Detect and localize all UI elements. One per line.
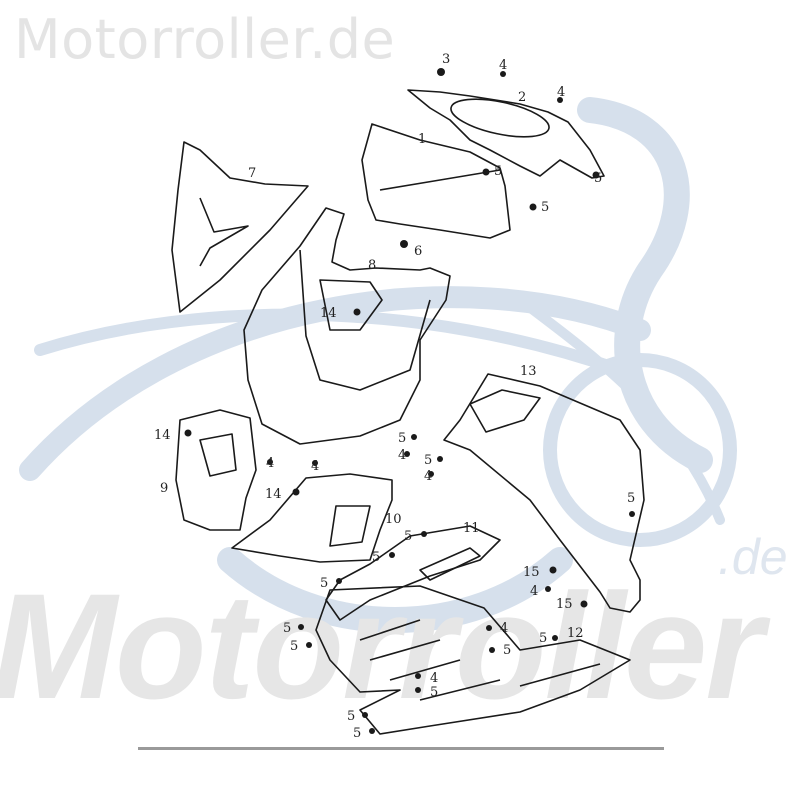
part-label: 4	[424, 469, 433, 484]
part-label: 7	[248, 166, 257, 181]
part-label: 5	[283, 621, 292, 636]
part-label: 6	[414, 244, 423, 259]
part-label: 15	[523, 565, 540, 580]
part-label: 10	[385, 512, 402, 527]
watermark-bottom-suffix: .de	[718, 529, 788, 585]
part-label: 15	[556, 597, 573, 612]
part-label: 1	[418, 132, 427, 147]
part-label: 5	[541, 200, 550, 215]
part-label: 5	[353, 726, 362, 741]
part-label: 11	[463, 521, 480, 536]
part-label: 4	[430, 671, 439, 686]
part-label: 4	[311, 459, 320, 474]
part-label: 9	[160, 481, 169, 496]
part-label: 4	[398, 448, 407, 463]
part-label: 4	[530, 584, 539, 599]
part-label: 5	[430, 685, 439, 700]
part-label: 5	[398, 431, 407, 446]
bottom-divider	[138, 747, 664, 750]
part-label: 5	[320, 576, 329, 591]
part-label: 4	[500, 621, 509, 636]
part-label: 5	[424, 453, 433, 468]
part-label: 8	[368, 258, 377, 273]
part-label: 3	[442, 52, 451, 67]
part-label: 5	[347, 709, 356, 724]
watermark-top: Motorroller.de	[14, 8, 396, 71]
part-label: 4	[499, 58, 508, 73]
part-label: 12	[567, 626, 584, 641]
watermark-bottom: Motorroller	[0, 562, 764, 730]
part-label: 5	[290, 639, 299, 654]
part-label: 14	[154, 428, 171, 443]
part-label: 13	[520, 364, 537, 379]
part-1-headlight-cover	[361, 123, 511, 239]
part-label: 5	[627, 491, 636, 506]
part-label: 5	[594, 171, 603, 186]
part-12-underbody-tray	[315, 585, 631, 735]
part-7-front-shield	[171, 141, 309, 313]
part-label: 5	[503, 643, 512, 658]
part-10-floor-panel	[231, 473, 393, 563]
part-label: 14	[265, 487, 282, 502]
part-label: 4	[266, 456, 275, 471]
part-8-front-fairing	[243, 207, 451, 445]
part-9-left-lower-panel	[175, 409, 257, 531]
part-label: 5	[404, 529, 413, 544]
part-label: 2	[518, 90, 527, 105]
part-label: 14	[320, 306, 337, 321]
part-2-handlebar-cover	[407, 89, 605, 179]
part-label: 5	[372, 550, 381, 565]
part-label: 4	[557, 85, 566, 100]
part-13-side-panel	[443, 373, 645, 613]
part-11-center-undercover	[325, 525, 501, 621]
part-label: 5	[494, 164, 503, 179]
part-label: 5	[539, 631, 548, 646]
